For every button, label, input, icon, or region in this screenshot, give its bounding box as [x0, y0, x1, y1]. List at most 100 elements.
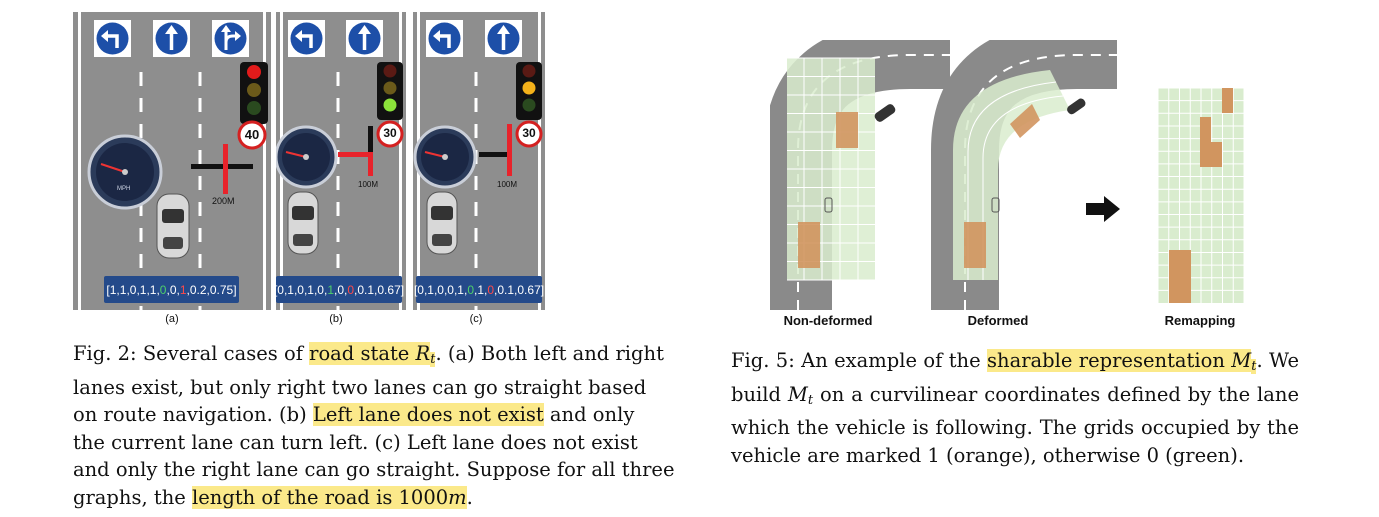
fig2-caption: Fig. 2: Several cases of road state Rt. …	[73, 340, 675, 512]
state-prefix: [0,1,0,0,1,	[413, 282, 468, 297]
speed-limit-value: 30	[522, 126, 536, 140]
speed-limit-value: 30	[383, 126, 397, 140]
state-prefix: [0,1,0,1,0,	[276, 282, 328, 297]
state-red: 0	[487, 282, 495, 297]
distance-label: 200M	[212, 196, 235, 206]
caption-text: vehicle are marked 1 (orange), otherwise…	[731, 443, 1245, 467]
traffic-light-icon	[377, 62, 403, 120]
speedometer-icon	[87, 134, 163, 210]
fig5-caption: Fig. 5: An example of the sharable repre…	[731, 347, 1299, 469]
deformed-grid	[931, 40, 1117, 310]
caption-text: lanes exist, but only right two lanes ca…	[73, 375, 647, 399]
non-deformed-grid	[770, 40, 950, 310]
fig2-caption-line: Fig. 2: Several cases of road state Rt. …	[73, 340, 664, 374]
state-prefix: [1,1,0,1,1,	[106, 282, 160, 297]
state-red: 0	[347, 282, 355, 297]
state-mid: ,1,	[474, 282, 488, 297]
distance-bar-icon	[479, 124, 512, 176]
caption-text: which the vehicle is following. The grid…	[731, 416, 1299, 440]
fig2-panel-c: 30 100M [0,1,0,0,1,0,1,0,0.1,0.67]	[413, 12, 545, 310]
caption-text: and only the right lane can go straight.…	[73, 458, 675, 482]
car-icon	[156, 193, 190, 259]
fig2-panel-a: MPH 40 200M [1,1,0,1,1,0,0,1,0.2,0.75]	[73, 12, 271, 310]
turn-left-sign-icon	[426, 20, 463, 57]
speed-limit-sign-icon	[515, 120, 543, 148]
sub-label-b: (b)	[329, 313, 343, 325]
state-green: 0	[159, 282, 167, 297]
fig2-panel-b: 30 100M [0,1,0,1,0,1,0,0,0.1,0.67]	[276, 12, 406, 310]
highlighted-text: Left lane does not exist	[312, 403, 544, 427]
distance-label: 100M	[497, 180, 518, 189]
road-scene-a	[73, 12, 271, 310]
fig5-graphic	[770, 40, 1245, 310]
caption-text: . We	[1256, 349, 1299, 372]
caption-text: and only	[543, 403, 635, 427]
traffic-light-icon	[240, 62, 268, 124]
state-green: 1	[327, 282, 334, 297]
highlighted-text: length of the road is 1000	[192, 485, 449, 509]
state-suffix: ,0.1,0.67]	[354, 282, 405, 297]
right-arrow-icon	[1086, 196, 1120, 222]
speedometer-unit: MPH	[117, 186, 131, 192]
state-green: 0	[467, 282, 474, 297]
car-icon	[426, 191, 458, 255]
caption-text: on a curvilinear coordinates defined by …	[813, 382, 1299, 406]
straight-sign-icon	[485, 20, 522, 57]
label-remapping: Remapping	[1164, 313, 1236, 328]
fig2-caption-line: lanes exist, but only right two lanes ca…	[73, 374, 646, 402]
fig2-caption-line: on route navigation. (b) Left lane does …	[73, 401, 634, 429]
caption-text: graphs, the	[73, 485, 193, 509]
caption-text: .	[466, 485, 473, 509]
caption-text: on route navigation. (b)	[73, 403, 313, 427]
straight-sign-icon	[346, 20, 383, 57]
label-non-deformed: Non-deformed	[783, 313, 873, 328]
speed-limit-value: 40	[244, 127, 260, 142]
math-text: M	[787, 382, 808, 406]
state-vector-c: [0,1,0,0,1,0,1,0,0.1,0.67]	[413, 276, 545, 303]
highlighted-text: sharable representation	[987, 349, 1232, 372]
car-icon	[287, 191, 319, 255]
road-scene-c	[413, 12, 545, 310]
highlighted-text: road state	[309, 342, 416, 365]
sub-label-a: (a)	[165, 313, 179, 325]
speed-limit-sign-icon	[237, 120, 267, 150]
road-scene-b	[276, 12, 406, 310]
highlighted-math: M	[1231, 349, 1252, 372]
fig5-caption-line: vehicle are marked 1 (orange), otherwise…	[731, 442, 1299, 470]
caption-text: the current lane can turn left. (c) Left…	[73, 430, 638, 454]
state-vector-a: [1,1,0,1,1,0,0,1,0.2,0.75]	[104, 276, 239, 303]
distance-bar-icon	[338, 126, 373, 176]
speedometer-icon	[413, 125, 477, 189]
fig2-caption-line: graphs, the length of the road is 1000m.	[73, 484, 595, 512]
state-vector-b: [0,1,0,1,0,1,0,0,0.1,0.67]	[276, 276, 405, 303]
fig2-caption-line: the current lane can turn left. (c) Left…	[73, 429, 638, 457]
turn-left-sign-icon	[94, 20, 131, 57]
distance-bar-icon	[191, 144, 253, 194]
vehicle-icon	[874, 104, 896, 122]
vehicle-icon	[1067, 98, 1086, 115]
remapping-grid	[1157, 87, 1245, 303]
traffic-light-icon	[516, 62, 542, 120]
state-red: 1	[179, 282, 187, 297]
highlighted-math: m	[448, 485, 467, 509]
highlighted-subscript: t	[430, 352, 436, 367]
math-subscript: t	[807, 392, 814, 408]
distance-label: 100M	[358, 180, 379, 189]
state-mid: ,0,	[166, 282, 180, 297]
caption-text: . (a) Both left and right	[435, 342, 664, 365]
caption-text: Fig. 2: Several cases of	[73, 342, 310, 365]
highlighted-subscript: t	[1251, 359, 1257, 374]
state-suffix: ,0.2,0.75]	[186, 282, 237, 297]
fig2-caption-line: and only the right lane can go straight.…	[73, 456, 675, 484]
caption-text: build	[731, 382, 788, 406]
straight-right-sign-icon	[212, 20, 249, 57]
highlighted-math: R	[415, 342, 431, 365]
state-mid: ,0,	[334, 282, 348, 297]
speed-limit-sign-icon	[376, 120, 404, 148]
fig5-caption-line: which the vehicle is following. The grid…	[731, 414, 1299, 442]
sub-label-c: (c)	[469, 313, 483, 325]
speedometer-icon	[276, 125, 338, 189]
fig5-caption-line: build Mt on a curvilinear coordinates de…	[731, 381, 1299, 415]
state-suffix: ,0.1,0.67]	[494, 282, 545, 297]
fig5-caption-line: Fig. 5: An example of the sharable repre…	[731, 347, 1299, 381]
